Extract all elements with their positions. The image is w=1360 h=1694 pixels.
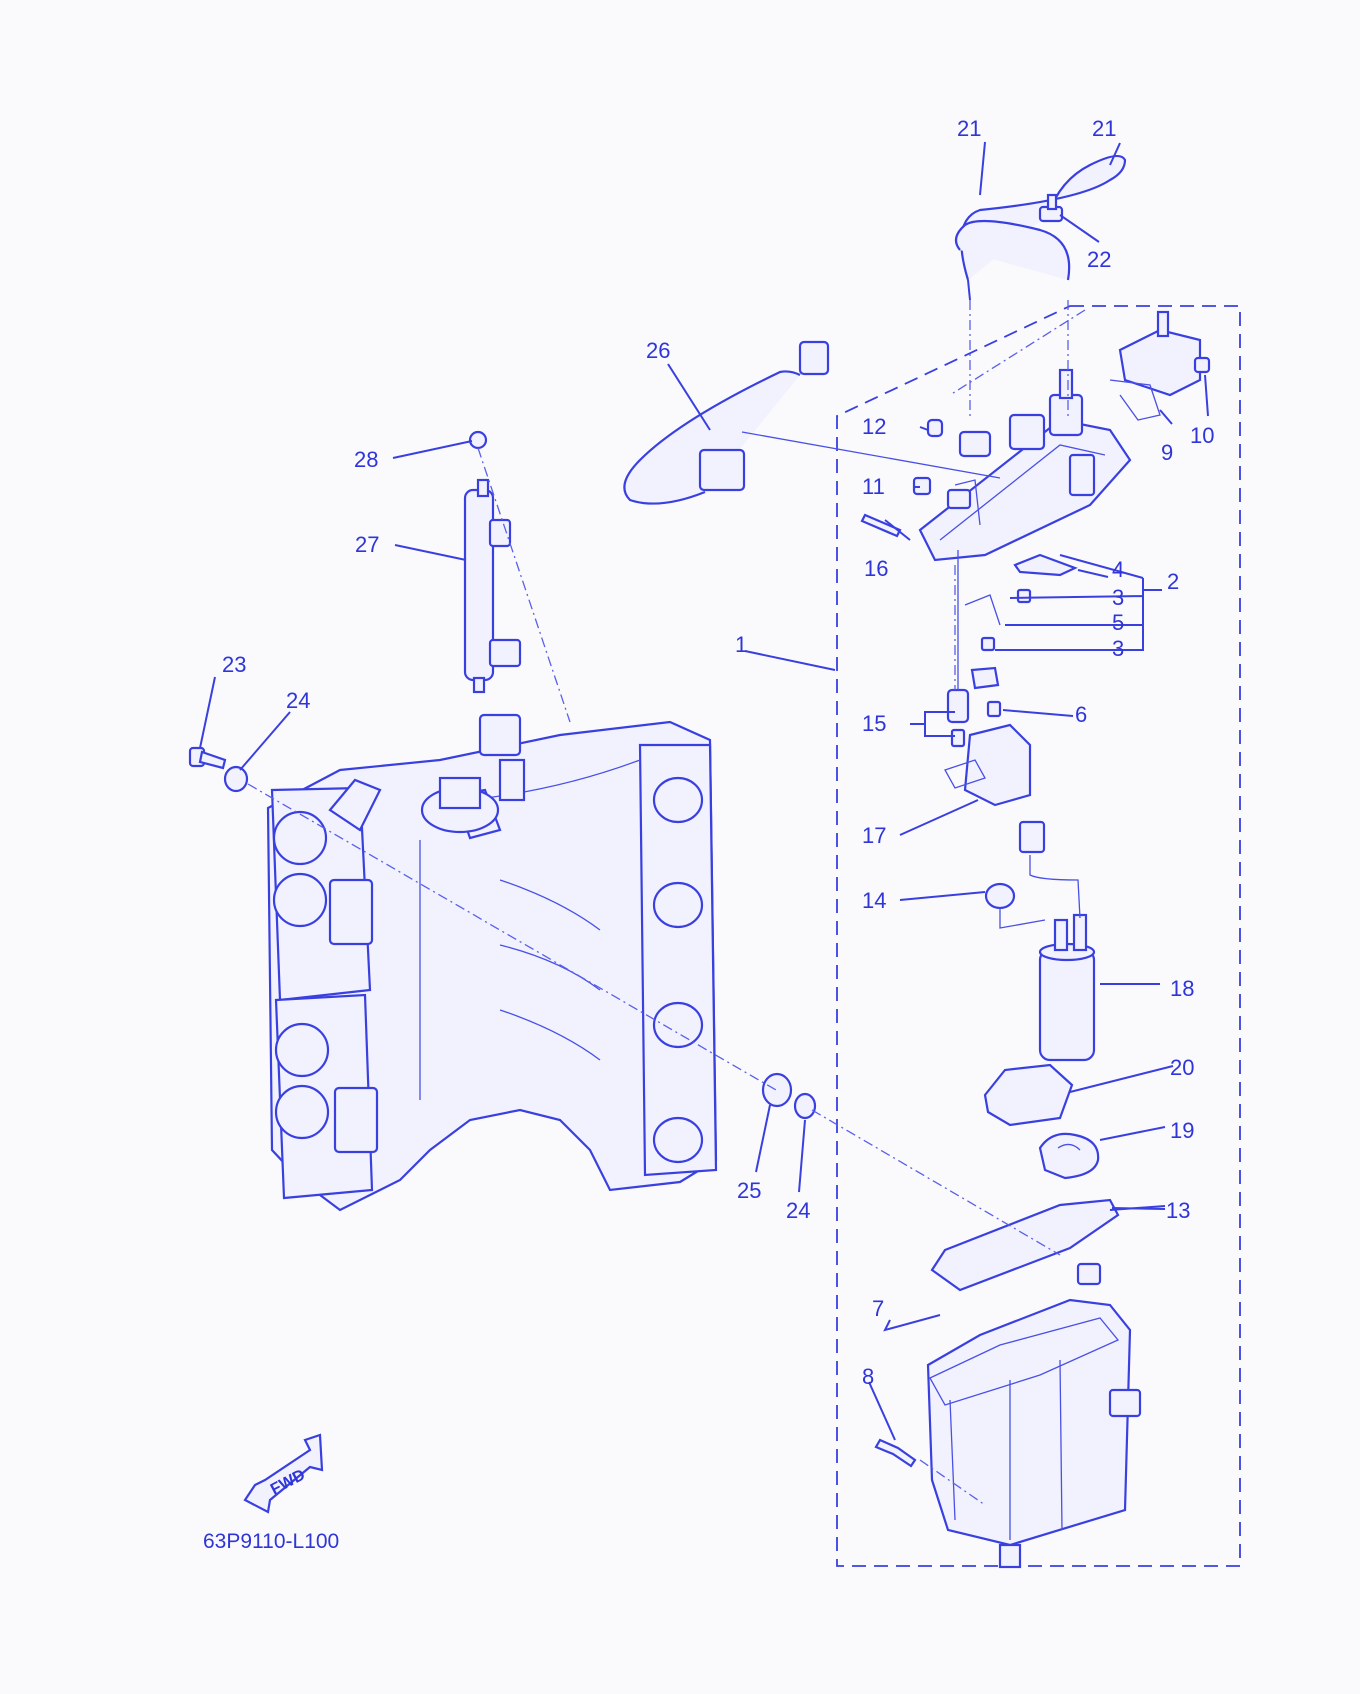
callout-16: 16 [864, 556, 888, 581]
callout-20: 20 [1170, 1055, 1194, 1080]
callout-9: 9 [1161, 440, 1173, 465]
grommet-25 [761, 1072, 793, 1108]
plate-4 [1013, 553, 1078, 577]
callout-15: 15 [862, 711, 886, 736]
callout-3b: 3 [1112, 636, 1124, 661]
intake-manifold [266, 713, 718, 1212]
harness-26 [623, 340, 1001, 505]
screw-3b [980, 636, 996, 652]
callout-27: 27 [355, 532, 379, 557]
screw-6 [986, 700, 1002, 718]
holder-19 [1038, 1132, 1100, 1180]
callout-19: 19 [1170, 1118, 1194, 1143]
bolt-8 [874, 1438, 917, 1468]
hoses-21 [954, 154, 1127, 301]
washer-24a [223, 765, 249, 793]
screw-10 [1193, 356, 1211, 374]
callout-21b: 21 [1092, 116, 1116, 141]
grommet-12 [926, 418, 944, 438]
callout-22: 22 [1087, 247, 1111, 272]
cover-assembly-2 [918, 368, 1132, 562]
callout-28: 28 [354, 447, 378, 472]
regulator-9 [1109, 310, 1202, 421]
callout-21a: 21 [957, 116, 981, 141]
callout-13: 13 [1166, 1198, 1190, 1223]
screw-3a [1016, 588, 1032, 604]
bracket-17 [963, 723, 1032, 807]
rail-27 [463, 478, 522, 694]
drawing-code: 63P9110-L100 [203, 1530, 339, 1553]
callout-24a: 24 [286, 688, 310, 713]
washer-28 [468, 430, 488, 450]
callout-5: 5 [1112, 610, 1124, 635]
callout-26: 26 [646, 338, 670, 363]
callout-14: 14 [862, 888, 886, 913]
callout-17: 17 [862, 823, 886, 848]
callout-3a: 3 [1112, 585, 1124, 610]
callout-10: 10 [1190, 423, 1214, 448]
clip-5 [964, 594, 1001, 626]
callout-6: 6 [1075, 702, 1087, 727]
leader-lines [199, 141, 1209, 1441]
callout-25: 25 [737, 1178, 761, 1203]
seal-14 [984, 882, 1046, 929]
pin-16 [860, 513, 902, 538]
fuel-pump-18 [1018, 820, 1096, 1062]
callout-18: 18 [1170, 976, 1194, 1001]
callout-7: 7 [872, 1296, 884, 1321]
callout-12: 12 [862, 414, 886, 439]
callout-1: 1 [735, 632, 747, 657]
callout-4: 4 [1112, 557, 1124, 582]
filter-20 [983, 1063, 1074, 1127]
callout-24b: 24 [786, 1198, 810, 1223]
callout-8: 8 [862, 1364, 874, 1389]
bolt-23 [188, 746, 227, 770]
callout-labels: 1 2 3 3 4 5 6 7 8 9 10 11 12 13 14 15 16… [222, 116, 1214, 1389]
fwd-arrow-icon: FWD [243, 1433, 324, 1514]
vapor-separator-tank [926, 1262, 1142, 1569]
callout-11: 11 [862, 474, 885, 499]
callout-23: 23 [222, 652, 246, 677]
spring-15 [946, 550, 970, 748]
washer-24b [793, 1092, 817, 1120]
assembly-boundary [836, 305, 1241, 1567]
callout-2: 2 [1167, 569, 1179, 594]
